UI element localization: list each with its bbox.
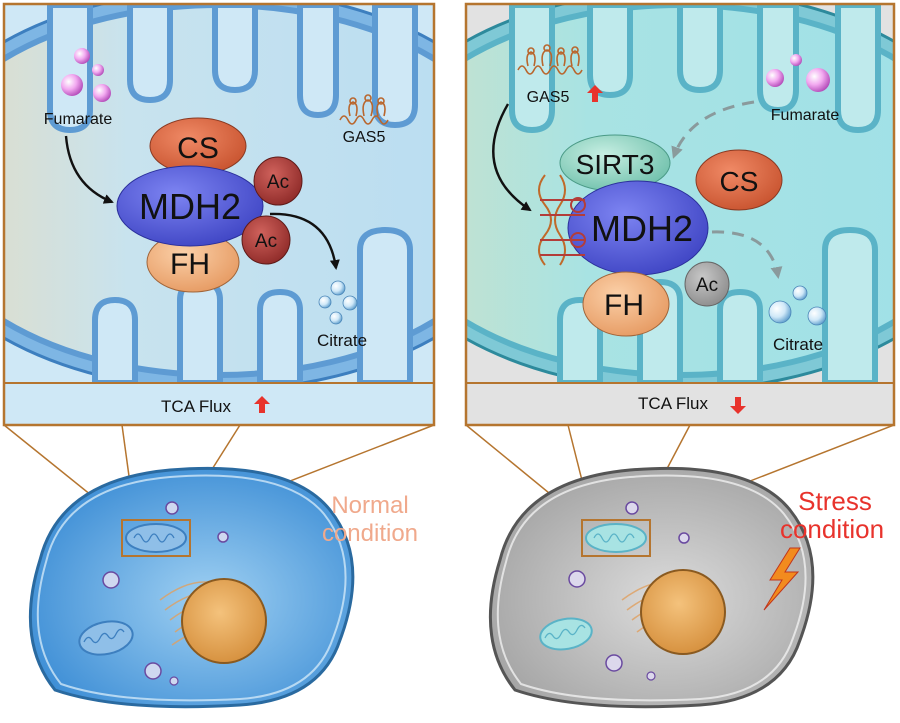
ac-deacetylated: Ac bbox=[684, 261, 730, 307]
citrate-molecules-stress bbox=[768, 285, 827, 326]
gas5-label: GAS5 bbox=[343, 129, 386, 146]
fumarate-to-mdh2-arrow bbox=[64, 135, 114, 204]
fumarate-molecules-stress bbox=[766, 54, 830, 92]
mdh2-to-citrate-dashed-arrow bbox=[711, 230, 783, 279]
stress-condition-label-line2: condition bbox=[780, 514, 884, 544]
svg-text:FH: FH bbox=[170, 248, 210, 281]
cs-enzyme: CS bbox=[149, 117, 247, 175]
fh-enzyme-stress: FH bbox=[582, 271, 670, 337]
svg-text:SIRT3: SIRT3 bbox=[576, 149, 655, 180]
stress-cell bbox=[488, 466, 815, 709]
svg-text:Ac: Ac bbox=[267, 172, 289, 193]
mdh2-enzyme: MDH2 bbox=[116, 165, 264, 247]
svg-text:MDH2: MDH2 bbox=[591, 208, 693, 249]
gas5-to-mdh2-arrow bbox=[492, 103, 532, 212]
gas5-rna-icon bbox=[339, 94, 389, 125]
lightning-icon bbox=[763, 547, 801, 611]
mdh2-enzyme-stress: MDH2 bbox=[567, 180, 709, 276]
ac-acetyl-bottom: Ac bbox=[241, 215, 291, 265]
svg-text:CS: CS bbox=[720, 166, 759, 197]
svg-text:Ac: Ac bbox=[696, 275, 718, 296]
gas5-label-stress: GAS5 bbox=[527, 89, 570, 106]
svg-text:CS: CS bbox=[177, 132, 219, 165]
fumarate-to-sirt3-dashed-arrow bbox=[671, 100, 755, 159]
fumarate-label-stress: Fumarate bbox=[771, 107, 840, 124]
tca-flux-label: TCA Flux bbox=[161, 397, 231, 416]
citrate-label: Citrate bbox=[317, 331, 367, 350]
tca-up-arrow-icon bbox=[254, 396, 270, 413]
fh-enzyme: FH bbox=[146, 231, 240, 293]
citrate-molecules bbox=[318, 280, 358, 325]
tca-down-arrow-icon bbox=[730, 397, 746, 414]
normal-condition-label-line1: Normal bbox=[331, 492, 408, 519]
normal-condition-label-line2: condition bbox=[322, 520, 418, 547]
gas5-rna-icon-stress bbox=[517, 44, 583, 75]
citrate-label-stress: Citrate bbox=[773, 335, 823, 354]
fumarate-molecules bbox=[61, 48, 111, 102]
svg-text:FH: FH bbox=[604, 289, 644, 322]
svg-text:MDH2: MDH2 bbox=[139, 186, 241, 227]
gas5-bound-rna-icon bbox=[538, 174, 586, 266]
normal-cell bbox=[28, 466, 355, 709]
svg-text:Ac: Ac bbox=[255, 231, 277, 252]
cs-enzyme-stress: CS bbox=[695, 149, 783, 211]
stress-zoom-panel: GAS5 Fumarate SIRT3 MDH2 bbox=[464, 2, 896, 427]
normal-zoom-panel: Fumarate GAS5 CS FH MDH2 Ac bbox=[2, 2, 436, 427]
tca-flux-label-stress: TCA Flux bbox=[638, 394, 708, 413]
stress-condition-label-line1: Stress bbox=[798, 486, 872, 516]
ac-acetyl-top: Ac bbox=[253, 156, 303, 206]
gas5-up-arrow-icon bbox=[587, 85, 603, 102]
fumarate-label: Fumarate bbox=[44, 111, 113, 128]
sirt3-enzyme: SIRT3 bbox=[559, 134, 671, 192]
mdh2-to-citrate-arrow bbox=[269, 212, 340, 270]
